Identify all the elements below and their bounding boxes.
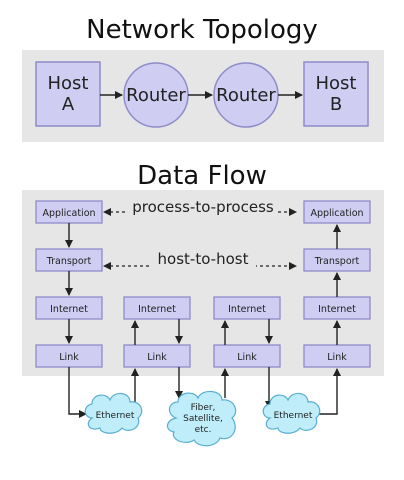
router1-link-label: Link: [147, 352, 167, 363]
left-transport-label: Transport: [46, 256, 92, 267]
right-internet-label: Internet: [318, 304, 356, 315]
router1-internet-box: [123, 296, 191, 320]
host-to-host-label: host-to-host: [158, 250, 249, 268]
router-1-label: Router: [126, 85, 186, 106]
left-link-to-ethernet-arrow: [68, 367, 87, 418]
ethernet-left-cloud: [84, 392, 143, 434]
ethernet-right-cloud: [262, 392, 321, 434]
router1-internet-label: Internet: [138, 304, 176, 315]
host-a-box: [35, 61, 101, 127]
host-a-label: Host: [48, 73, 89, 94]
right-application-label: Application: [310, 208, 363, 219]
host-b-box: [303, 61, 369, 127]
router2-internet-label: Internet: [228, 304, 266, 315]
host-b-label-id: B: [330, 94, 342, 115]
fiber-label-line2: Satellite,: [183, 414, 223, 424]
router2-link-box: [213, 344, 281, 368]
router2-internet-box: [213, 296, 281, 320]
right-transport-label: Transport: [314, 256, 360, 267]
process-to-process-label: process-to-process: [132, 198, 274, 216]
host-b-label: Host: [316, 73, 357, 94]
topology-title: Network Topology: [86, 15, 318, 45]
fiber-label-line1: Fiber,: [191, 403, 216, 413]
fiber-cloud: [166, 390, 237, 447]
host-label-backdrop: [150, 251, 256, 269]
host-a-label-id: A: [62, 94, 75, 115]
left-application-label: Application: [42, 208, 95, 219]
right-link-label: Link: [327, 352, 347, 363]
fiber-label-line3: etc.: [195, 425, 212, 435]
left-link-label: Link: [59, 352, 79, 363]
left-internet-label: Internet: [50, 304, 88, 315]
ethernet-right-label: Ethernet: [274, 411, 313, 421]
router-2-label: Router: [216, 85, 276, 106]
ethernet-to-right-link-arrow: [318, 368, 341, 415]
ethernet-left-label: Ethernet: [96, 411, 135, 421]
router1-link-box: [123, 344, 191, 368]
router2-link-label: Link: [237, 352, 257, 363]
dataflow-title: Data Flow: [137, 161, 267, 191]
process-label-backdrop: [128, 198, 278, 216]
right-application-box: [303, 200, 371, 224]
